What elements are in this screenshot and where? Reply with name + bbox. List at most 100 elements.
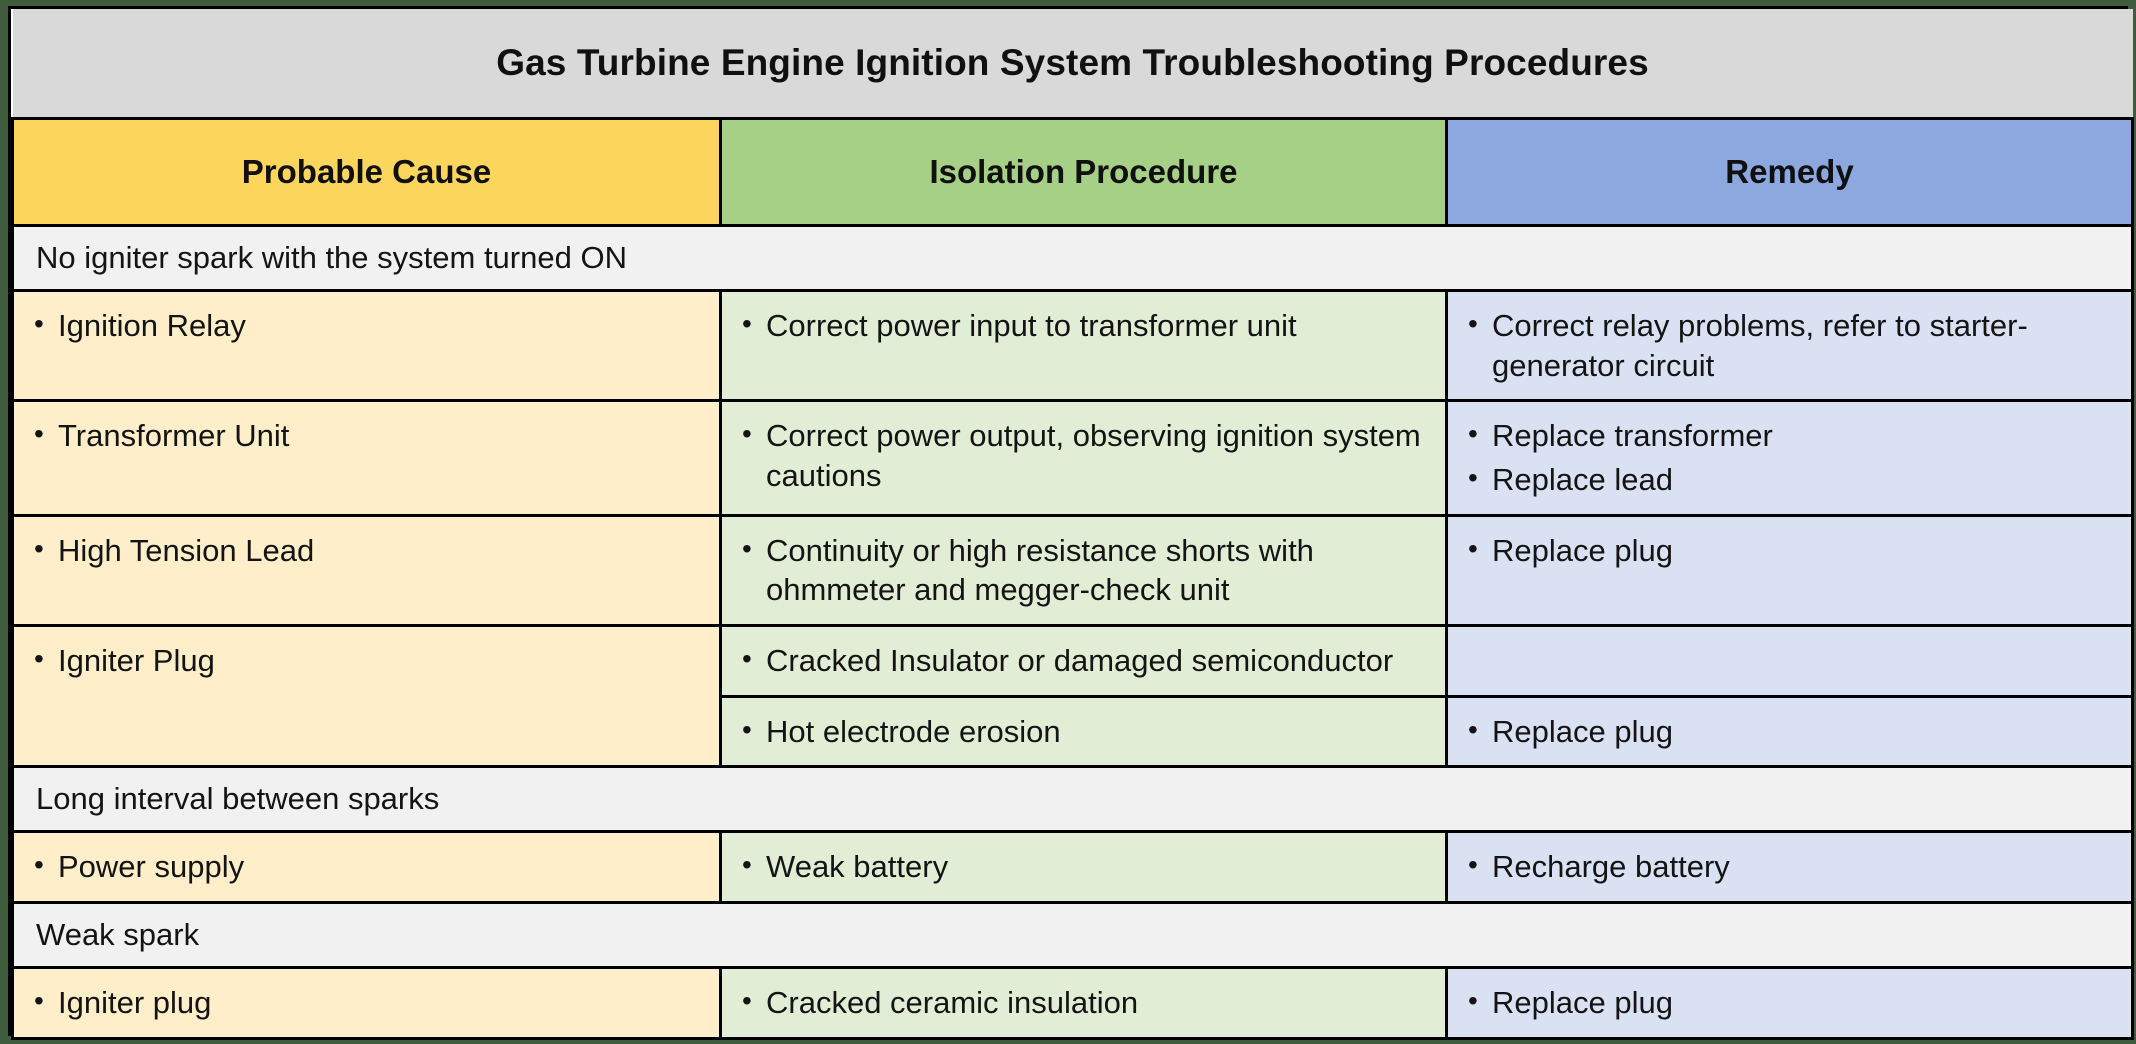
bullet-list: Recharge battery: [1466, 846, 2115, 887]
bullet-list: Igniter plug: [32, 982, 703, 1023]
bullet-list: Correct power output, observing ignition…: [740, 415, 1429, 495]
section-heading-cell: No igniter spark with the system turned …: [11, 224, 2134, 292]
bullet-item: Continuity or high resistance shorts wit…: [740, 530, 1429, 610]
cell-probable-cause: Ignition Relay: [11, 288, 722, 403]
cell-isolation-procedure: Weak battery: [719, 830, 1448, 905]
cell-content-isolation: Correct power input to transformer unit: [722, 292, 1445, 360]
section-heading-label: Long interval between sparks: [36, 781, 440, 816]
table-row: High Tension Lead Continuity or high resi…: [11, 513, 2134, 628]
table-row: Ignition Relay Correct power input to tra…: [11, 288, 2134, 403]
cell-isolation-procedure: Correct power output, observing ignition…: [719, 399, 1448, 517]
section-heading-row: No igniter spark with the system turned …: [11, 224, 2134, 292]
cell-content-remedy: Correct relay problems, refer to starter…: [1448, 292, 2131, 399]
cell-remedy: Replace plug: [1445, 694, 2134, 769]
cell-isolation-procedure: Cracked ceramic insulation: [719, 966, 1448, 1040]
cell-content-cause: Igniter plug: [14, 969, 719, 1037]
table-row: Power supply Weak battery Recharge battery: [11, 830, 2134, 905]
column-header-label: Isolation Procedure: [929, 153, 1238, 190]
cell-content-remedy: Recharge battery: [1448, 833, 2131, 901]
column-header-label: Remedy: [1725, 153, 1854, 190]
bullet-item: Hot electrode erosion: [740, 711, 1429, 752]
bullet-item: Correct power output, observing ignition…: [740, 415, 1429, 495]
cell-probable-cause: High Tension Lead: [11, 513, 722, 628]
bullet-item: Correct power input to transformer unit: [740, 305, 1429, 346]
cell-probable-cause: Igniter plug: [11, 966, 722, 1040]
column-header-isolation[interactable]: Isolation Procedure: [719, 117, 1448, 227]
cell-content-isolation: Correct power output, observing ignition…: [722, 402, 1445, 509]
cell-remedy: [1445, 624, 2134, 698]
cell-content-cause: Igniter Plug: [14, 627, 719, 695]
bullet-item: Replace lead: [1466, 459, 2115, 500]
section-heading-row: Weak spark: [11, 901, 2134, 970]
cell-content-remedy: Replace plug: [1448, 698, 2131, 766]
bullet-list: Cracked Insulator or damaged semiconduct…: [740, 640, 1429, 681]
cell-isolation-procedure: Continuity or high resistance shorts wit…: [719, 513, 1448, 628]
bullet-list: Hot electrode erosion: [740, 711, 1429, 752]
bullet-item: Igniter plug: [32, 982, 703, 1023]
column-header-row: Probable Cause Isolation Procedure Remedy: [11, 117, 2134, 227]
bullet-item: Igniter Plug: [32, 640, 703, 681]
section-heading-cell: Weak spark: [11, 901, 2134, 970]
bullet-item: Transformer Unit: [32, 415, 703, 456]
cell-probable-cause: Power supply: [11, 830, 722, 905]
cell-content-isolation: Cracked ceramic insulation: [722, 969, 1445, 1037]
bullet-list: Replace transformerReplace lead: [1466, 415, 2115, 500]
cell-content-cause: High Tension Lead: [14, 517, 719, 585]
bullet-list: Replace plug: [1466, 711, 2115, 752]
cell-remedy: Recharge battery: [1445, 830, 2134, 905]
bullet-list: Transformer Unit: [32, 415, 703, 456]
bullet-item: Replace plug: [1466, 530, 2115, 571]
cell-remedy: Correct relay problems, refer to starter…: [1445, 288, 2134, 403]
table-row: Igniter Plug Cracked Insulator or damaged…: [11, 624, 2134, 769]
bullet-item: Power supply: [32, 846, 703, 887]
bullet-item: Recharge battery: [1466, 846, 2115, 887]
table-title-cell: Gas Turbine Engine Ignition System Troub…: [12, 9, 2133, 120]
cell-content-remedy: Replace plug: [1448, 969, 2131, 1037]
bullet-list: Correct power input to transformer unit: [740, 305, 1429, 346]
column-header-cause[interactable]: Probable Cause: [11, 117, 722, 227]
title-row: Gas Turbine Engine Ignition System Troub…: [12, 9, 2133, 120]
table-row: Igniter plug Cracked ceramic insulation Re…: [11, 966, 2134, 1040]
bullet-list: Weak battery: [740, 846, 1429, 887]
bullet-item: Replace plug: [1466, 982, 2115, 1023]
bullet-list: Ignition Relay: [32, 305, 703, 346]
cell-isolation-procedure: Cracked Insulator or damaged semiconduct…: [719, 624, 1448, 698]
cell-probable-cause: Transformer Unit: [11, 399, 722, 517]
section-heading-cell: Long interval between sparks: [11, 765, 2134, 834]
bullet-item: Replace plug: [1466, 711, 2115, 752]
bullet-list: Replace plug: [1466, 530, 2115, 571]
bullet-item: Ignition Relay: [32, 305, 703, 346]
bullet-item: Weak battery: [740, 846, 1429, 887]
cell-content-remedy: Replace transformerReplace lead: [1448, 402, 2131, 513]
cell-content-remedy: [1448, 627, 2131, 665]
bullet-item: High Tension Lead: [32, 530, 703, 571]
cell-isolation-procedure: Hot electrode erosion: [719, 694, 1448, 769]
cell-content-cause: Power supply: [14, 833, 719, 901]
bullet-list: Continuity or high resistance shorts wit…: [740, 530, 1429, 610]
cell-probable-cause: Igniter Plug: [11, 624, 722, 769]
cell-content-isolation: Hot electrode erosion: [722, 698, 1445, 766]
cell-content-isolation: Continuity or high resistance shorts wit…: [722, 517, 1445, 624]
cell-content-isolation: Weak battery: [722, 833, 1445, 901]
column-header-label: Probable Cause: [241, 153, 492, 190]
cell-content-isolation: Cracked Insulator or damaged semiconduct…: [722, 627, 1445, 695]
column-header-remedy[interactable]: Remedy: [1445, 117, 2134, 227]
section-heading-label: No igniter spark with the system turned …: [36, 239, 627, 275]
bullet-item: Cracked Insulator or damaged semiconduct…: [740, 640, 1429, 681]
cell-content-cause: Ignition Relay: [14, 292, 719, 360]
page-title: Gas Turbine Engine Ignition System Troub…: [496, 41, 1649, 83]
table-row: Transformer Unit Correct power output, ob…: [11, 399, 2134, 517]
bullet-list: Cracked ceramic insulation: [740, 982, 1429, 1023]
bullet-list: Correct relay problems, refer to starter…: [1466, 305, 2115, 385]
cell-content-cause: Transformer Unit: [14, 402, 719, 470]
bullet-item: Cracked ceramic insulation: [740, 982, 1429, 1023]
section-heading-label: Weak spark: [36, 916, 200, 952]
troubleshooting-table: Gas Turbine Engine Ignition System Troub…: [11, 9, 2134, 1040]
troubleshooting-table-wrapper: Gas Turbine Engine Ignition System Troub…: [8, 6, 2134, 1040]
cell-isolation-procedure: Correct power input to transformer unit: [719, 288, 1448, 403]
section-heading-row: Long interval between sparks: [11, 765, 2134, 834]
cell-remedy: Replace plug: [1445, 513, 2134, 628]
bullet-item: Correct relay problems, refer to starter…: [1466, 305, 2115, 385]
bullet-list: Replace plug: [1466, 982, 2115, 1023]
